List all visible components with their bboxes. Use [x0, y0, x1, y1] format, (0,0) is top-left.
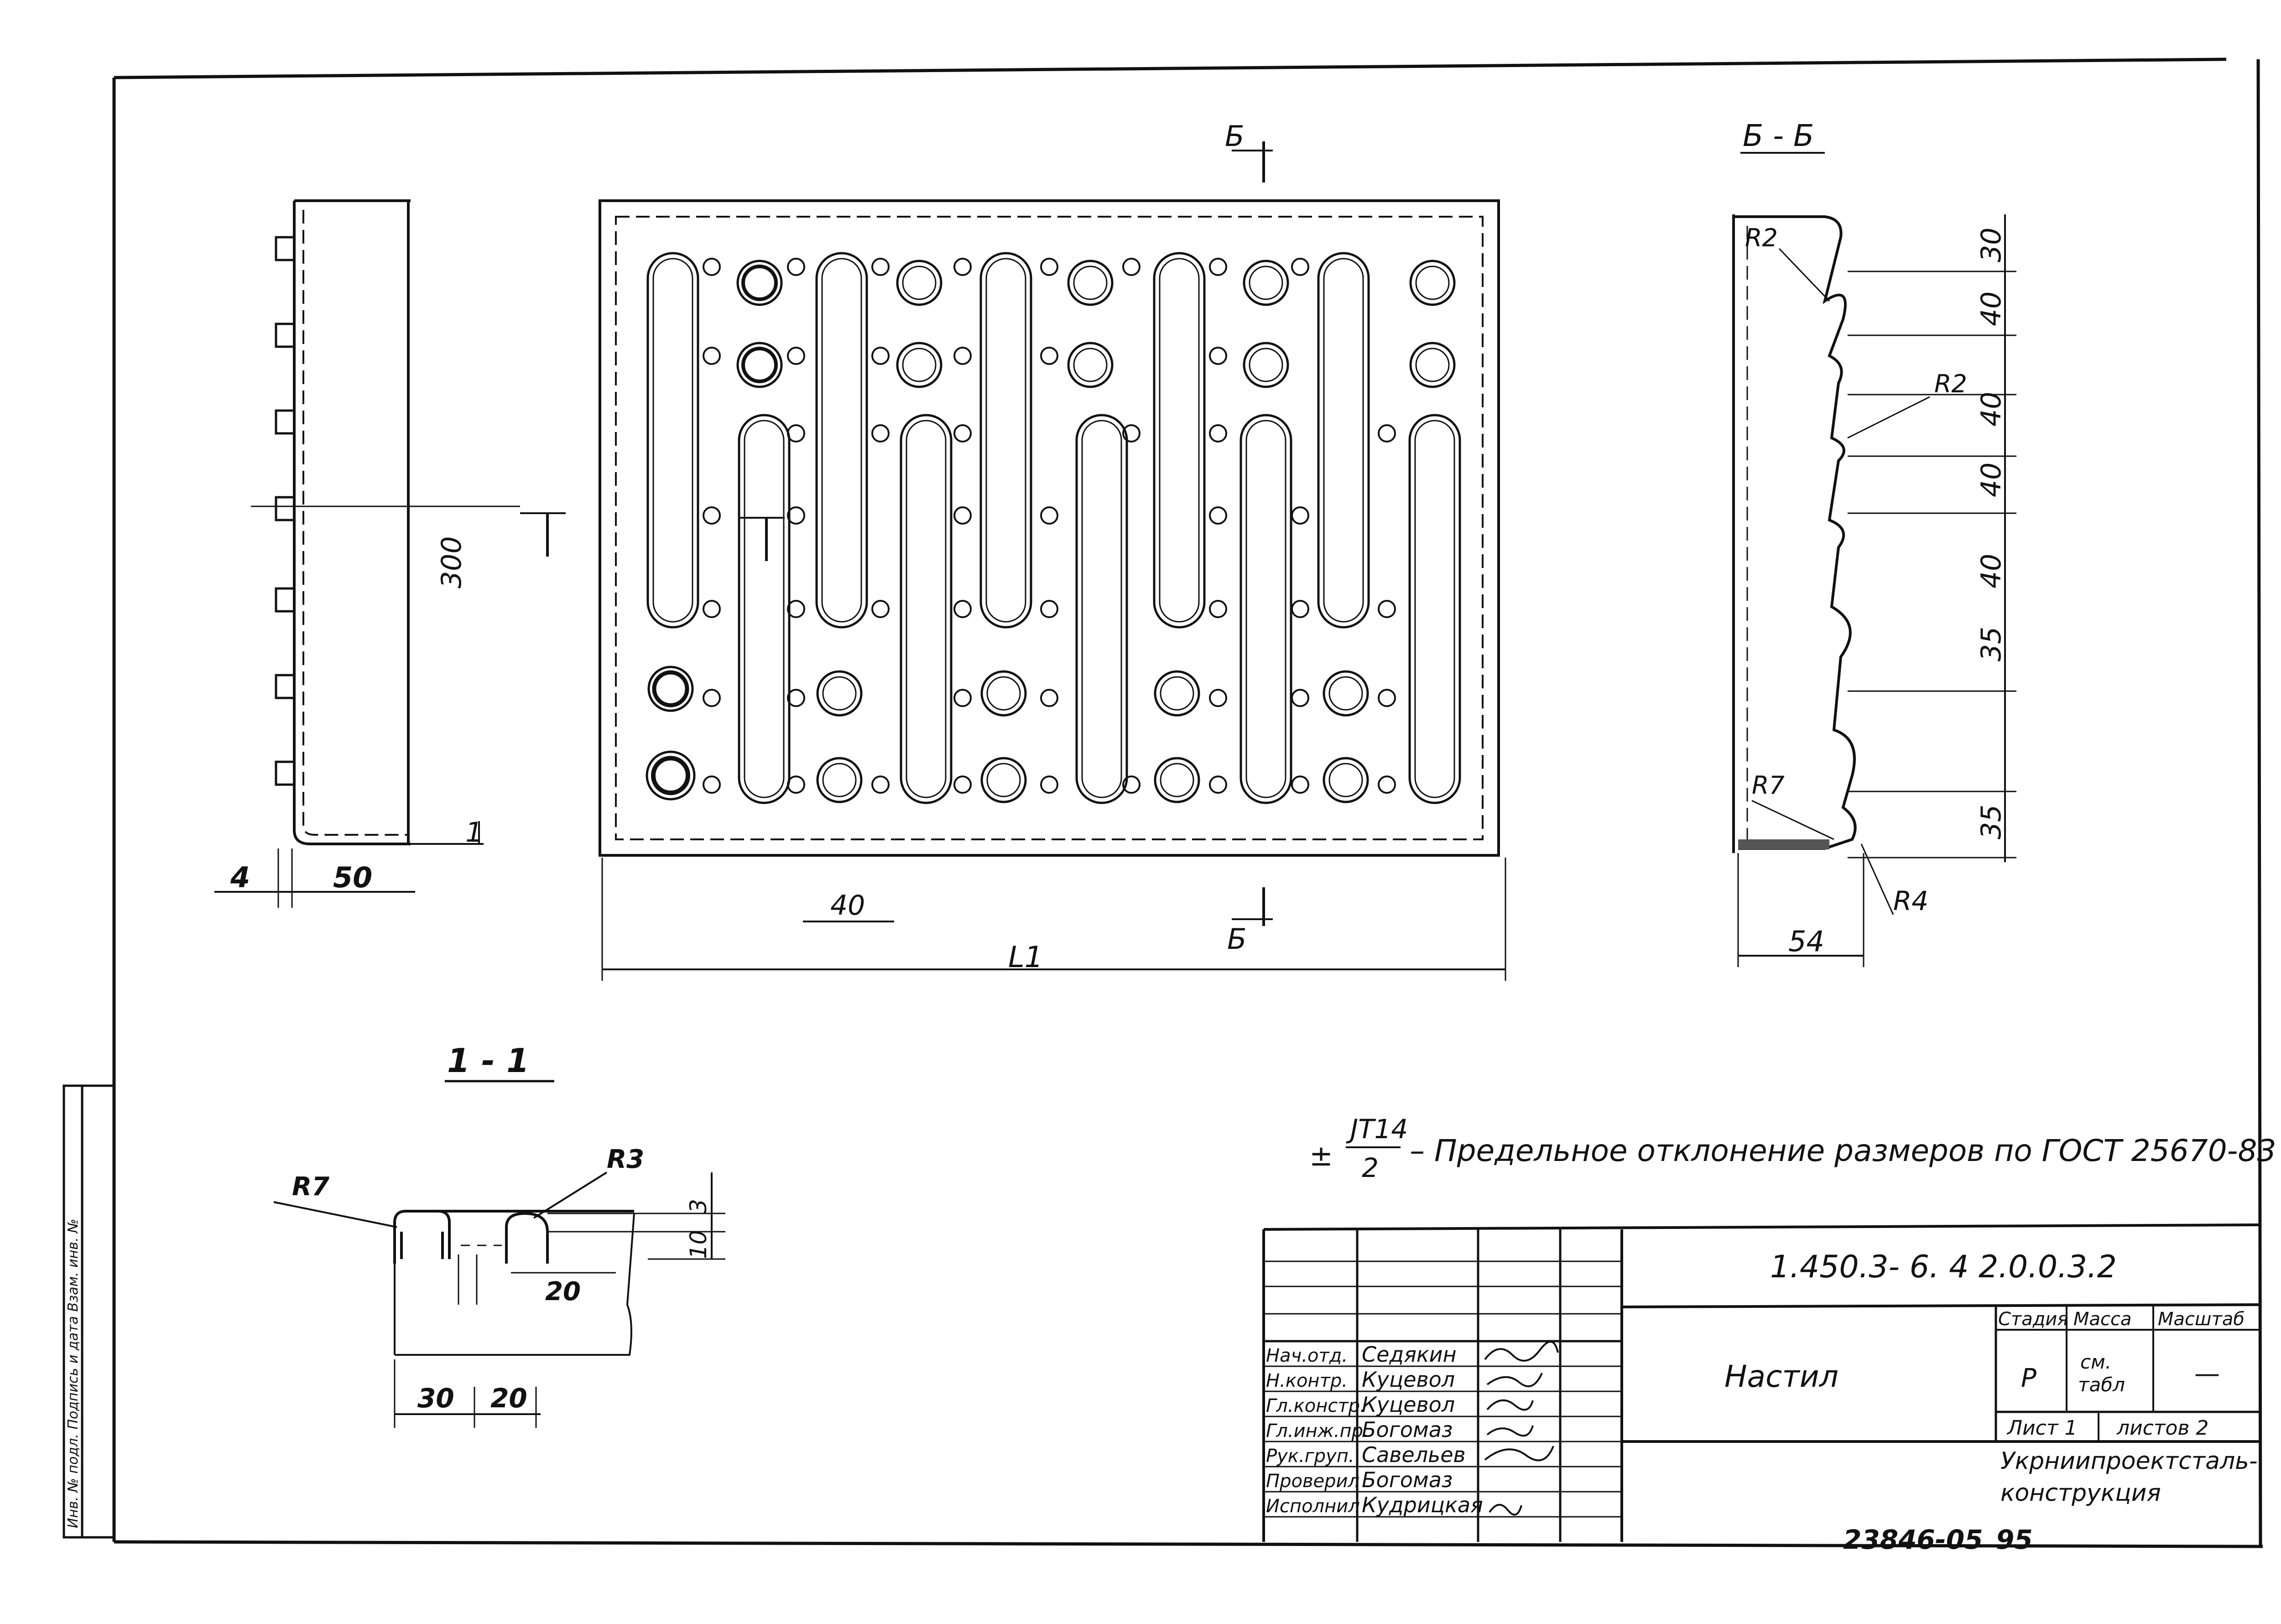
sheet-number: Лист 1 [2006, 1416, 2077, 1440]
section-bb-dims: 30 40 40 40 40 35 35 54 R2 R2 R7 R4 [1737, 214, 2016, 967]
drawing-name: Настил [1724, 1359, 1838, 1394]
mass-line1: см. [2080, 1351, 2111, 1373]
sig-role: Исполнил [1266, 1496, 1360, 1517]
tolerance-note: ± JT14 2 – Предельное отклонение размеро… [1309, 1114, 2276, 1183]
dim-s11-w30: 30 [417, 1383, 454, 1414]
sig-role: Рук.груп. [1266, 1446, 1354, 1467]
stage-value: Р [2021, 1364, 2036, 1393]
sig-name: Богомаз [1362, 1417, 1453, 1442]
mass-line2: табл [2078, 1374, 2125, 1396]
section-b-label-top: Б [1225, 120, 1245, 153]
dim-s11-w20-inner: 20 [545, 1277, 581, 1306]
title-block: 1.450.3- 6. 4 2.0.0.3.2 Настил Стадия Ма… [1262, 1223, 2261, 1542]
archive-number: 23846-05 [1843, 1524, 1983, 1555]
side-view-marker: 1 [465, 817, 483, 848]
side-stamp: Инв. № подл. Подпись и дата Взам. инв. № [62, 1084, 115, 1539]
dim-s11-h10: 10 [685, 1230, 712, 1259]
scale-value: — [2194, 1359, 2220, 1389]
dim-bb-r4: R4 [1893, 885, 1928, 916]
sig-name: Кудрицкая [1362, 1493, 1483, 1517]
tolerance-numerator: JT14 [1346, 1114, 1408, 1145]
tolerance-sign: ± [1309, 1139, 1333, 1172]
sheet-frame [112, 57, 2263, 1548]
dim-side-height: 300 [436, 536, 468, 588]
sig-name: Богомаз [1362, 1468, 1453, 1492]
col-stage: Стадия [1998, 1309, 2068, 1330]
plan-view: Б Б 40 L1 [520, 120, 1506, 981]
org-line1: Укрниипроектсталь- [2000, 1447, 2258, 1475]
section-b-label-bottom: Б [1227, 922, 1247, 956]
col-mass: Масса [2073, 1309, 2132, 1330]
section-11: 1 - 1 20 R7 R3 3 10 30 20 [273, 1041, 725, 1428]
dim-s11-h3: 3 [685, 1199, 712, 1213]
dim-bb-3: 40 [1975, 392, 2007, 427]
dim-s11-w20: 20 [490, 1383, 527, 1414]
dim-bb-7: 35 [1975, 805, 2007, 839]
dim-bb-6: 35 [1975, 627, 2007, 661]
dim-side-thick: 4 [230, 861, 250, 894]
dim-bb-2: 40 [1975, 291, 2007, 326]
sig-name: Седякин [1362, 1342, 1457, 1367]
side-stamp-text: Инв. № подл. Подпись и дата Взам. инв. № [65, 1219, 81, 1528]
dim-bb-r7: R7 [1752, 771, 1785, 800]
tolerance-text: – Предельное отклонение размеров по ГОСТ… [1410, 1133, 2276, 1168]
section-bb-title: Б - Б [1743, 118, 1814, 153]
sig-role: Гл.констр. [1266, 1395, 1366, 1416]
sig-name: Куцевол [1362, 1392, 1455, 1417]
dim-plan-length: L1 [1008, 941, 1043, 974]
dim-bb-1: 30 [1975, 228, 2007, 262]
dim-bb-width: 54 [1788, 925, 1824, 958]
sig-name: Куцевол [1362, 1367, 1455, 1392]
page-number: 95 [1996, 1524, 2033, 1555]
dim-plan-pitch: 40 [830, 890, 865, 921]
tolerance-denominator: 2 [1362, 1152, 1379, 1183]
sheet-count: листов 2 [2116, 1416, 2208, 1440]
designation: 1.450.3- 6. 4 2.0.0.3.2 [1770, 1249, 2117, 1285]
section-11-title: 1 - 1 [447, 1041, 529, 1080]
dim-bb-r-top: R2 [1745, 224, 1778, 252]
sig-name: Савельев [1362, 1442, 1466, 1467]
plan-large-holes [646, 260, 1456, 803]
dim-s11-r3: R3 [607, 1145, 644, 1174]
plan-small-holes [703, 258, 1396, 794]
handwritten-signatures [1484, 1341, 1559, 1516]
plan-slots [646, 252, 1461, 804]
dim-s11-r7: R7 [292, 1172, 329, 1202]
section-bb: Б - Б 30 40 40 40 40 35 35 54 R2 [1732, 118, 2016, 967]
sig-role: Н.контр. [1266, 1370, 1348, 1391]
dim-side-width: 50 [333, 861, 372, 894]
col-scale: Масштаб [2158, 1309, 2245, 1330]
side-view-clips [275, 236, 294, 786]
dim-bb-5: 40 [1975, 554, 2007, 588]
signature-rows: Нач.отд. Седякин Н.контр. Куцевол Гл.кон… [1266, 1342, 1483, 1517]
dim-bb-r-mid: R2 [1934, 370, 1967, 398]
org-line2: конструкция [2000, 1479, 2161, 1507]
sig-role: Нач.отд. [1266, 1345, 1348, 1366]
side-view: 1 300 4 50 [214, 199, 520, 908]
sig-role: Проверил [1266, 1471, 1359, 1492]
sig-role: Гл.инж.пр. [1266, 1421, 1369, 1442]
dim-bb-4: 40 [1975, 463, 2007, 497]
